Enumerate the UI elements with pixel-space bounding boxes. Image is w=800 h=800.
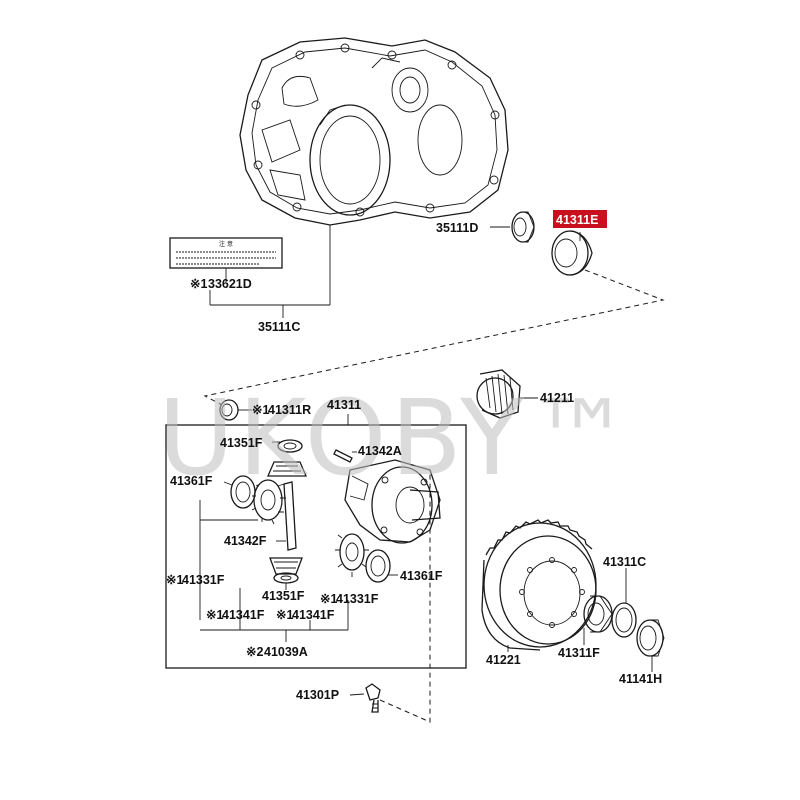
warning-label-heading: 注 意 (219, 240, 233, 248)
pin-41342a (333, 449, 353, 463)
label-41141h: 41141H (619, 672, 662, 686)
label-41341f-right: 41341F (292, 608, 335, 622)
mark-41331f-right: ※1 (320, 592, 337, 606)
label-41331f-left: 41331F (182, 573, 225, 587)
label-33621d: 33621D (208, 277, 252, 291)
bolt-41301p (365, 683, 381, 713)
shaft-41342f (283, 481, 297, 551)
mark-41311r: ※1 (252, 403, 269, 417)
label-41311e: 41311E (556, 213, 598, 227)
label-41361f-right: 41361F (400, 569, 443, 583)
label-41311r: 41311R (268, 403, 311, 417)
diff-pinion-bottom (269, 557, 303, 575)
mark-41341f-right: ※1 (276, 608, 293, 622)
label-35111c: 35111C (258, 320, 300, 334)
mark-41341f-left: ※1 (206, 608, 223, 622)
diff-pinion-top (267, 461, 307, 477)
label-41211: 41211 (540, 391, 574, 405)
label-41351f-bottom: 41351F (262, 589, 305, 603)
ring-gear-41221 (481, 519, 597, 651)
watermark: UKOBY™ (158, 377, 636, 499)
highlight-box-41311e (553, 210, 607, 228)
label-41311: 41311 (327, 398, 361, 412)
label-41341f-left: 41341F (222, 608, 265, 622)
warning-label: 注 意 (169, 237, 283, 269)
label-41331f-right: 41331F (336, 592, 379, 606)
label-41311f: 41311F (558, 646, 600, 660)
bearing-41311e (551, 230, 593, 276)
washer-41361f-right (365, 549, 391, 583)
label-41311c: 41311C (603, 555, 646, 569)
oil-seal-35111d (511, 211, 535, 243)
transaxle-housing (239, 37, 509, 305)
washer-41351f-top (277, 439, 303, 453)
label-41351f-top: 41351F (220, 436, 263, 450)
bearing-41311f (583, 595, 613, 633)
mark-33621d: ※1 (190, 277, 207, 291)
label-41039a: 41039A (264, 645, 308, 659)
mark-41039a: ※2 (246, 645, 263, 659)
side-gear-left (251, 479, 286, 525)
race-41141h (636, 619, 665, 657)
kit-box-41311 (165, 424, 467, 669)
differential-case (344, 459, 441, 544)
mark-41331f-left: ※1 (166, 573, 183, 587)
side-gear-right (335, 533, 369, 577)
label-41342a: 41342A (358, 444, 402, 458)
label-41342f: 41342F (224, 534, 267, 548)
shim-41311c (611, 602, 637, 638)
label-35111d: 35111D (436, 221, 478, 235)
label-41301p: 41301P (296, 688, 339, 702)
label-41361f-left: 41361F (170, 474, 213, 488)
pinion-gear-41211 (476, 369, 521, 419)
label-41221: 41221 (486, 653, 521, 667)
